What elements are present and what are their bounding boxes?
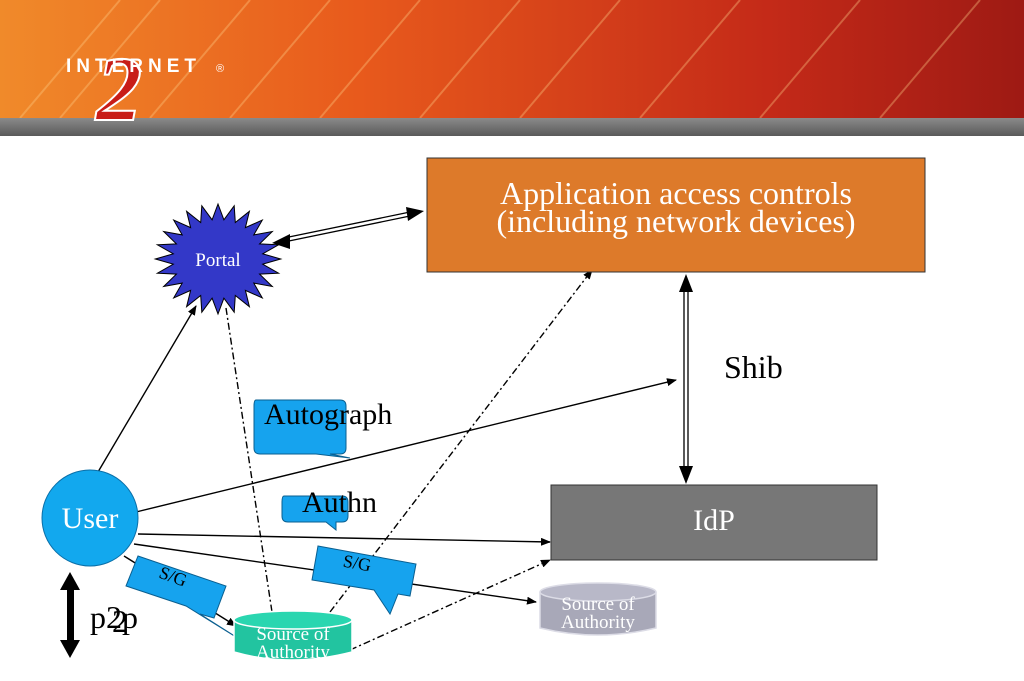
portal-label: Portal (195, 250, 240, 271)
soa-left-line1: Source of (256, 624, 330, 645)
p2p-double-arrow (60, 572, 80, 658)
autograph-callout: Autograph (253, 398, 392, 459)
p2p-overlap-glyph: 2 (112, 603, 128, 639)
logo-registered-mark: ® (216, 63, 224, 75)
user-to-idp-arrow (137, 533, 551, 546)
portal-to-soa-left-dashdot (225, 307, 273, 613)
sg-right-label: S/G (342, 551, 373, 576)
soa-left-to-idp-dashdot (349, 559, 551, 651)
source-of-authority-right: Source of Authority (539, 582, 657, 636)
idp-node: IdP (550, 484, 878, 561)
app-subtitle: (including network devices) (497, 203, 856, 239)
idp-label: IdP (693, 504, 735, 537)
p2p-label: p2p (90, 599, 138, 635)
user-to-portal-arrow (97, 305, 197, 473)
user-node: User (41, 469, 139, 567)
app-title: Application access controls (500, 175, 852, 211)
source-of-authority-left: Source of Authority (233, 610, 353, 663)
logo-wordmark: INTERNET (66, 56, 201, 77)
header-banner (0, 0, 1024, 136)
autograph-label: Autograph (264, 398, 392, 431)
shib-label: Shib (724, 349, 783, 385)
internet2-logo: 2 INTERNET ® (66, 37, 224, 141)
authn-callout: Authn (281, 486, 377, 532)
sg-callout-right: S/G (311, 545, 417, 616)
sg-callout-left: S/G (125, 555, 245, 643)
user-to-shib-arrow (135, 378, 677, 513)
application-access-controls-node: Application access controls (including n… (426, 157, 926, 273)
logo-numeral: 2 (94, 38, 142, 140)
app-idp-shib-double-arrow (679, 274, 693, 484)
soa-right-line1: Source of (561, 594, 635, 615)
soa-left-line2: Authority (256, 642, 330, 663)
portal-app-double-arrow (272, 207, 424, 249)
portal-node: Portal (153, 202, 283, 316)
authn-label: Authn (302, 486, 377, 519)
soa-left-to-app-dashdot (329, 269, 593, 613)
user-label: User (62, 502, 119, 535)
soa-right-line2: Authority (561, 612, 635, 633)
